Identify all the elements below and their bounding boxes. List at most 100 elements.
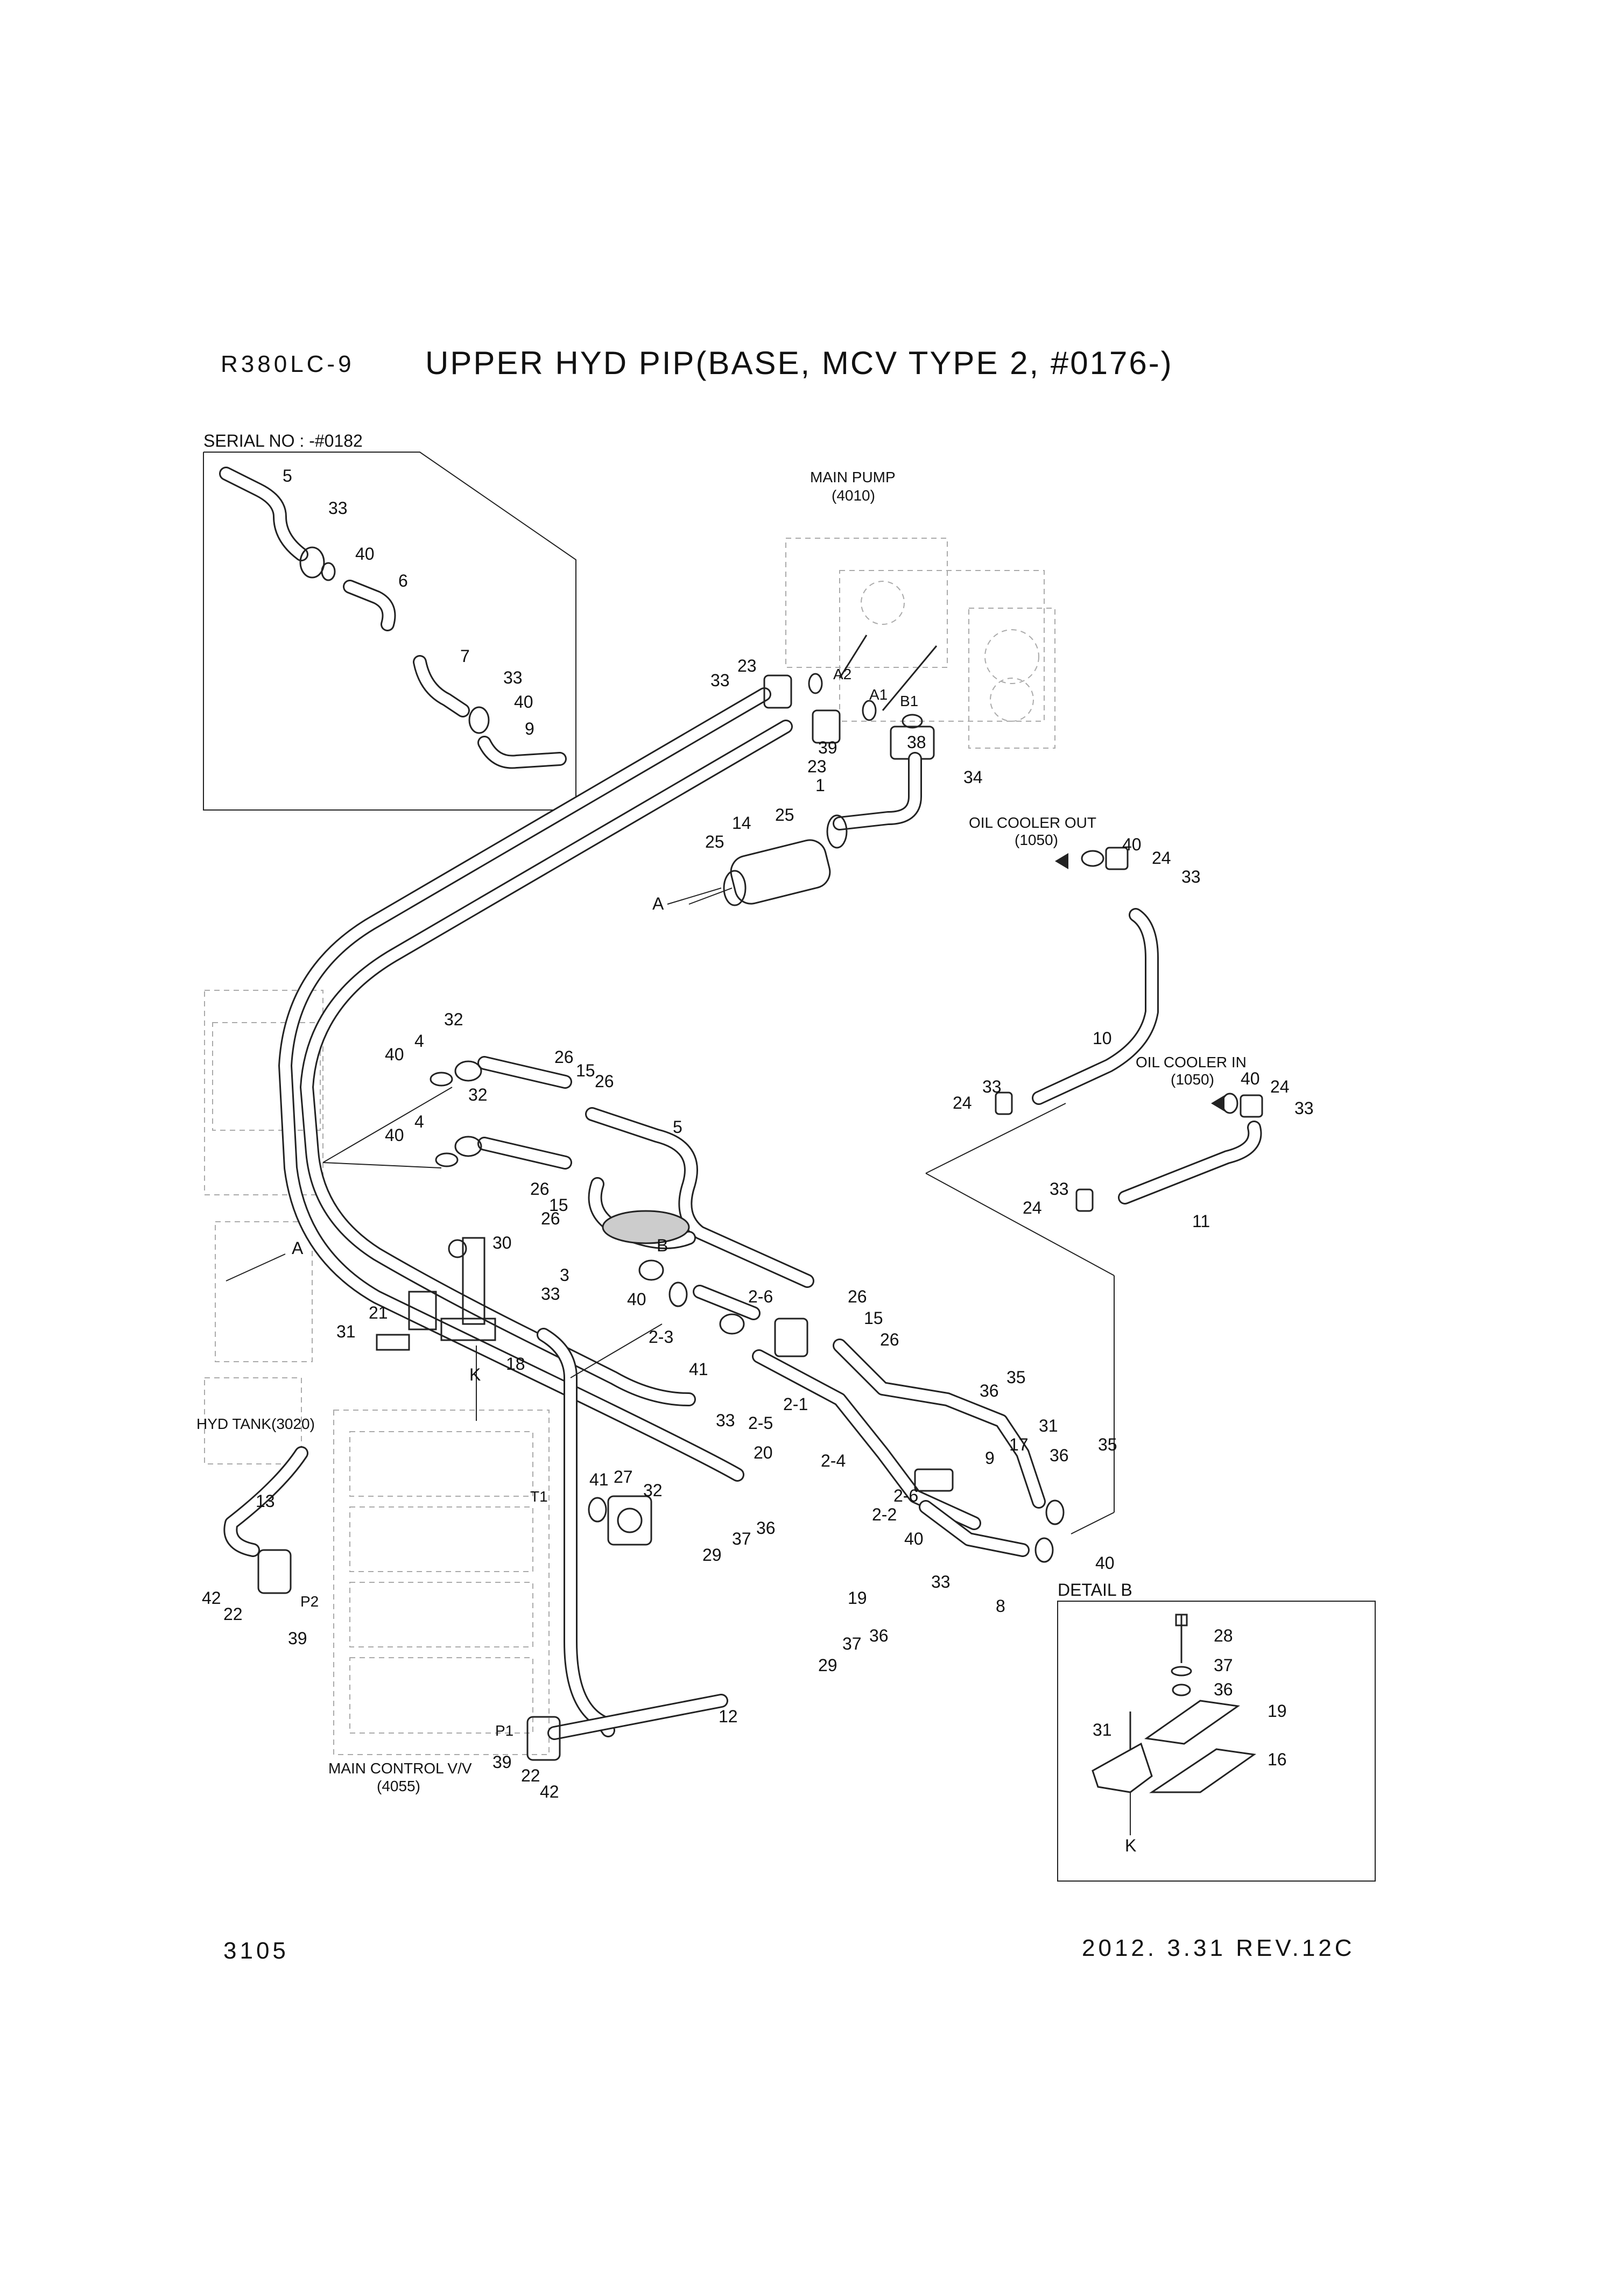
callout-33: 33 bbox=[716, 1411, 735, 1430]
long-pipes bbox=[223, 687, 793, 1740]
callout-26: 26 bbox=[541, 1209, 560, 1228]
view-markers: A A B K bbox=[226, 888, 722, 1384]
port-a2: A2 bbox=[833, 666, 851, 682]
callout-36: 36 bbox=[1050, 1446, 1069, 1465]
callout-18: 18 bbox=[506, 1354, 525, 1374]
port-labels: A2 A1 B1 T1 P2 P1 bbox=[300, 666, 918, 1739]
callout-24: 24 bbox=[1152, 848, 1171, 868]
callout-1: 1 bbox=[815, 776, 825, 795]
callout-40: 40 bbox=[385, 1125, 404, 1145]
callout-20: 20 bbox=[754, 1443, 773, 1462]
detail-b-box: DETAIL B 28 37 36 19 31 16 K bbox=[1057, 1580, 1376, 1882]
callout-33: 33 bbox=[1181, 867, 1201, 886]
callout-41: 41 bbox=[689, 1360, 708, 1379]
callout-26: 26 bbox=[848, 1287, 867, 1306]
callout-39: 39 bbox=[288, 1629, 307, 1648]
callout-3: 3 bbox=[560, 1265, 569, 1285]
callout-39: 39 bbox=[492, 1752, 512, 1772]
inset-callout-33b: 33 bbox=[503, 668, 523, 687]
callout-35: 35 bbox=[1006, 1368, 1026, 1387]
inset-callout-9: 9 bbox=[525, 719, 534, 738]
component-captions: MAIN PUMP (4010) OIL COOLER OUT (1050) O… bbox=[196, 469, 1247, 1794]
detail-callout-16: 16 bbox=[1268, 1750, 1287, 1769]
callout-8: 8 bbox=[996, 1596, 1005, 1616]
callout-14: 14 bbox=[732, 813, 751, 833]
callout-19: 19 bbox=[848, 1588, 867, 1608]
detail-callout-37: 37 bbox=[1214, 1656, 1233, 1675]
hyd-tank-label: HYD TANK(3020) bbox=[196, 1415, 315, 1432]
callout-25: 25 bbox=[775, 805, 794, 825]
callout-31: 31 bbox=[336, 1322, 356, 1341]
detail-b-marker-shape bbox=[602, 1210, 690, 1244]
callout-32: 32 bbox=[444, 1010, 463, 1029]
callout-24: 24 bbox=[953, 1093, 972, 1112]
callout-11: 11 bbox=[1192, 1212, 1210, 1231]
view-marker-k: K bbox=[469, 1365, 481, 1384]
callout-37: 37 bbox=[732, 1529, 751, 1548]
callout-33: 33 bbox=[710, 671, 730, 690]
callout-40: 40 bbox=[1122, 835, 1142, 854]
revision-date: 2012. 3.31 REV.12C bbox=[1082, 1935, 1355, 1961]
serial-label: SERIAL NO : -#0182 bbox=[203, 431, 363, 450]
callout-2-1: 2-1 bbox=[783, 1394, 808, 1414]
port-a1: A1 bbox=[869, 686, 888, 703]
callout-21: 21 bbox=[369, 1303, 388, 1322]
callout-40: 40 bbox=[627, 1290, 646, 1309]
callout-25: 25 bbox=[705, 832, 724, 851]
callout-36: 36 bbox=[869, 1626, 889, 1645]
serial-inset: SERIAL NO : -#0182 5 33 40 6 7 33 40 9 bbox=[203, 431, 576, 811]
inset-callout-6: 6 bbox=[398, 571, 408, 590]
callout-26: 26 bbox=[880, 1330, 899, 1349]
callout-39: 39 bbox=[818, 738, 837, 757]
callout-9: 9 bbox=[985, 1448, 995, 1468]
callout-12: 12 bbox=[719, 1707, 738, 1726]
callout-36: 36 bbox=[980, 1381, 999, 1400]
pump-flanges bbox=[763, 635, 938, 760]
callout-40: 40 bbox=[904, 1529, 924, 1548]
callout-29: 29 bbox=[702, 1545, 722, 1565]
callout-27: 27 bbox=[614, 1467, 633, 1487]
callout-15: 15 bbox=[576, 1061, 595, 1080]
callout-41: 41 bbox=[589, 1470, 609, 1489]
cooler-hoses bbox=[995, 847, 1263, 1212]
view-marker-b: B bbox=[657, 1236, 668, 1255]
suction-pipe bbox=[688, 752, 922, 906]
callout-34: 34 bbox=[963, 767, 983, 787]
callout-2-5: 2-5 bbox=[748, 1413, 773, 1433]
callout-32: 32 bbox=[643, 1481, 663, 1500]
callout-22: 22 bbox=[521, 1766, 540, 1785]
callout-33: 33 bbox=[541, 1284, 560, 1304]
port-p1: P1 bbox=[495, 1722, 513, 1739]
detail-callout-28: 28 bbox=[1214, 1626, 1233, 1645]
callout-40: 40 bbox=[1095, 1553, 1115, 1573]
callout-15: 15 bbox=[864, 1308, 883, 1328]
callout-30: 30 bbox=[492, 1233, 512, 1252]
oil-cooler-out-ref: (1050) bbox=[1015, 832, 1058, 848]
detail-callout-19: 19 bbox=[1268, 1701, 1287, 1721]
brackets bbox=[322, 1087, 663, 1421]
callout-40: 40 bbox=[1241, 1069, 1260, 1088]
callout-24: 24 bbox=[1270, 1077, 1290, 1096]
mcv-flanges bbox=[257, 1495, 652, 1761]
port-t1: T1 bbox=[530, 1488, 548, 1505]
mcv-label: MAIN CONTROL V/V bbox=[328, 1760, 472, 1777]
view-marker-a: A bbox=[652, 894, 664, 913]
callout-23: 23 bbox=[807, 757, 827, 776]
callout-31: 31 bbox=[1039, 1416, 1058, 1435]
callout-33: 33 bbox=[1294, 1098, 1314, 1118]
port-b1: B1 bbox=[900, 693, 918, 709]
model-code: R380LC-9 bbox=[221, 351, 355, 377]
main-control-valve-ghost bbox=[333, 1410, 550, 1755]
callout-5: 5 bbox=[673, 1117, 682, 1137]
port-p2: P2 bbox=[300, 1593, 319, 1610]
inset-callout-40b: 40 bbox=[514, 692, 533, 712]
oil-cooler-in-ref: (1050) bbox=[1171, 1071, 1214, 1088]
callout-15: 15 bbox=[549, 1195, 568, 1215]
callout-2-6: 2-6 bbox=[893, 1486, 918, 1505]
callout-26: 26 bbox=[595, 1072, 614, 1091]
mcv-ref: (4055) bbox=[377, 1778, 420, 1794]
callout-29: 29 bbox=[818, 1656, 837, 1675]
callout-37: 37 bbox=[842, 1634, 862, 1653]
callout-33: 33 bbox=[982, 1077, 1002, 1096]
